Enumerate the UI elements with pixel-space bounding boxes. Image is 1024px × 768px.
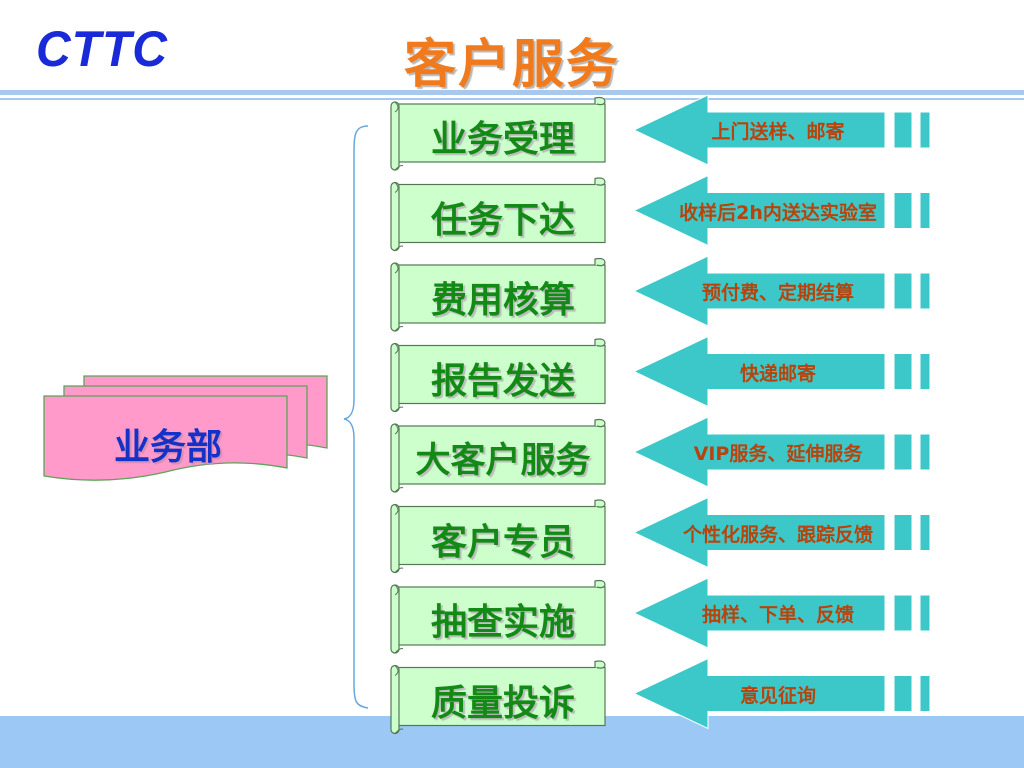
service-scrolls [390,96,606,735]
header-divider [0,90,1024,95]
page-title: 客户服务 [403,35,620,95]
service-detail: 上门送样、邮寄 [711,121,845,143]
service-name: 报告发送 [430,360,575,402]
department-wave-stack [43,375,328,481]
service-detail: 快递邮寄 [739,362,816,385]
department-label: 业务部 [113,427,222,468]
service-name: 客户专员 [430,521,575,563]
detail-arrow [632,657,931,730]
service-detail: 个性化服务、跟踪反馈 [682,523,873,546]
detail-arrow [632,496,931,569]
service-detail: 预付费、定期结算 [701,282,854,304]
header-divider-thin [0,98,1024,100]
service-scroll [390,499,606,574]
service-scroll [390,338,606,413]
service-scroll [390,257,606,332]
service-detail: 收样后2h内送达实验室 [679,201,877,224]
service-detail: 意见征询 [739,684,816,707]
logo: CTTC [36,21,168,78]
service-name: 大客户服务 [415,441,591,481]
detail-arrows [632,94,931,730]
service-name: 费用核算 [430,280,575,321]
service-detail: VIP服务、延伸服务 [693,443,863,465]
detail-arrow [632,577,931,649]
detail-arrow [632,174,931,247]
service-name: 业务受理 [430,119,575,160]
department-card-3 [43,395,288,481]
grouping-brace [343,125,369,709]
service-scroll [390,177,606,252]
service-scroll [390,579,606,654]
service-scroll [390,418,606,493]
detail-arrow [632,255,931,327]
detail-arrow [632,335,931,408]
service-scroll [390,660,606,735]
service-detail: 抽样、下单、反馈 [701,604,854,626]
service-name: 任务下达 [430,199,575,241]
service-name: 抽查实施 [430,602,575,643]
service-scroll [390,96,606,171]
service-name: 质量投诉 [430,682,575,724]
detail-arrow [632,416,931,488]
detail-arrow [632,94,931,166]
